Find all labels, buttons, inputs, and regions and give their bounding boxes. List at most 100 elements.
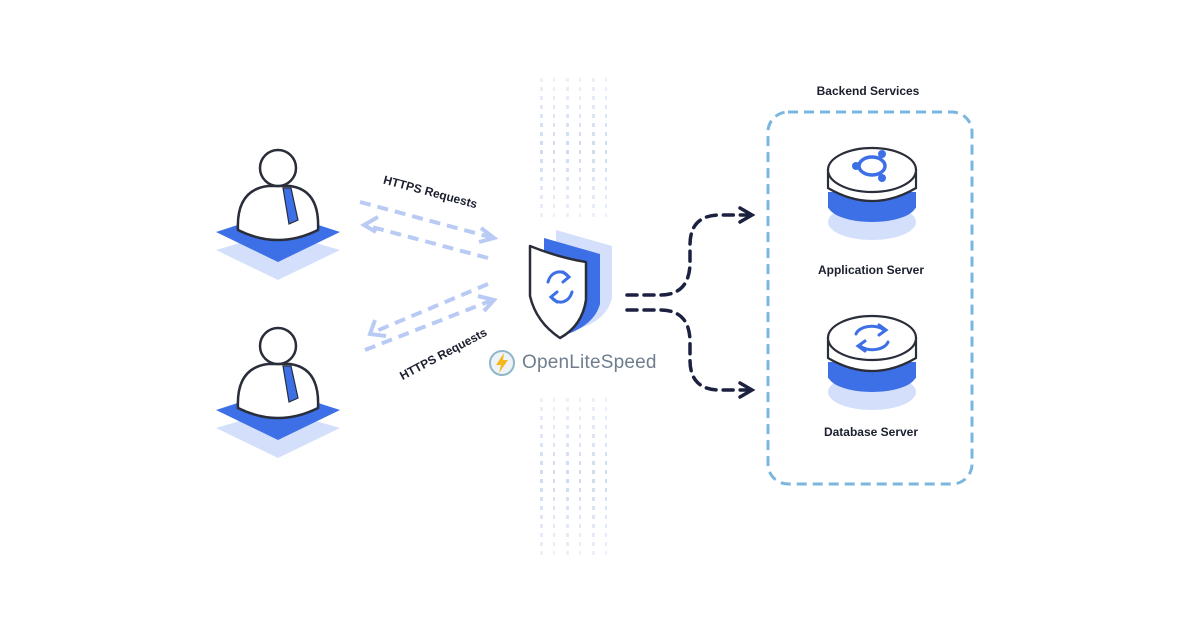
stream-dot bbox=[540, 177, 543, 181]
stream-dot bbox=[592, 542, 595, 546]
stream-dot bbox=[579, 506, 581, 510]
stream-dot bbox=[605, 425, 607, 429]
stream-dot bbox=[579, 416, 581, 420]
stream-dot bbox=[540, 168, 543, 172]
stream-dot bbox=[579, 542, 581, 546]
stream-dot bbox=[540, 488, 543, 492]
shield-icon bbox=[528, 230, 612, 340]
stream-dot bbox=[553, 497, 555, 501]
stream-dot bbox=[553, 443, 555, 447]
stream-dot bbox=[579, 398, 581, 402]
user-icon-top bbox=[216, 148, 340, 280]
stream-dot bbox=[592, 195, 595, 199]
stream-dot bbox=[553, 488, 555, 492]
stream-dot bbox=[605, 132, 607, 136]
stream-dot bbox=[579, 168, 581, 172]
stream-dot bbox=[592, 524, 595, 528]
stream-dot bbox=[566, 150, 569, 154]
stream-dot bbox=[605, 204, 607, 208]
stream-dot bbox=[605, 506, 607, 510]
backend-arrows bbox=[625, 206, 756, 399]
stream-dot bbox=[553, 204, 555, 208]
stream-dot bbox=[592, 515, 595, 519]
stream-dot bbox=[540, 114, 543, 118]
stream-dot bbox=[605, 78, 607, 82]
stream-dot bbox=[605, 461, 607, 465]
stream-dot bbox=[592, 488, 595, 492]
backend-services-box bbox=[766, 110, 974, 486]
stream-dot bbox=[553, 515, 555, 519]
stream-dot bbox=[605, 195, 607, 199]
stream-dot bbox=[553, 78, 555, 82]
stream-dot bbox=[553, 123, 555, 127]
stream-dot bbox=[579, 479, 581, 483]
stream-dot bbox=[540, 470, 543, 474]
stream-dot bbox=[566, 407, 569, 411]
stream-dot bbox=[605, 159, 607, 163]
stream-dot bbox=[540, 443, 543, 447]
stream-dot bbox=[605, 168, 607, 172]
stream-dot bbox=[592, 105, 595, 109]
stream-dot bbox=[540, 96, 543, 100]
stream-dot bbox=[553, 551, 555, 555]
stream-dot bbox=[592, 479, 595, 483]
stream-dot bbox=[566, 398, 569, 402]
stream-dot bbox=[566, 524, 569, 528]
stream-dot bbox=[605, 497, 607, 501]
stream-dot bbox=[566, 168, 569, 172]
stream-dot bbox=[566, 470, 569, 474]
stream-dot bbox=[579, 452, 581, 456]
stream-dot bbox=[566, 416, 569, 420]
stream-dot bbox=[553, 186, 555, 190]
stream-dot bbox=[553, 533, 555, 537]
stream-dot bbox=[540, 524, 543, 528]
stream-dot bbox=[605, 515, 607, 519]
stream-dot bbox=[540, 195, 543, 199]
stream-dot bbox=[579, 470, 581, 474]
stream-dot bbox=[540, 533, 543, 537]
stream-dot bbox=[553, 416, 555, 420]
stream-dot bbox=[579, 78, 581, 82]
stream-dot bbox=[553, 407, 555, 411]
stream-dot bbox=[540, 78, 543, 82]
request-arrows bbox=[359, 200, 499, 352]
stream-dot bbox=[579, 114, 581, 118]
stream-dot bbox=[579, 425, 581, 429]
stream-dot bbox=[540, 87, 543, 91]
stream-dot bbox=[605, 452, 607, 456]
stream-dot bbox=[540, 398, 543, 402]
stream-dot bbox=[540, 213, 543, 217]
stream-dot bbox=[566, 87, 569, 91]
stream-dot bbox=[579, 434, 581, 438]
stream-dot bbox=[605, 533, 607, 537]
stream-dot bbox=[592, 434, 595, 438]
stream-dot bbox=[540, 506, 543, 510]
stream-dot bbox=[605, 434, 607, 438]
stream-dot bbox=[566, 114, 569, 118]
stream-dot bbox=[553, 141, 555, 145]
stream-dot bbox=[605, 551, 607, 555]
stream-dot bbox=[579, 213, 581, 217]
stream-dot bbox=[605, 213, 607, 217]
stream-dot bbox=[592, 141, 595, 145]
stream-dot bbox=[553, 195, 555, 199]
stream-dot bbox=[605, 488, 607, 492]
stream-dot bbox=[566, 132, 569, 136]
stream-dot bbox=[605, 407, 607, 411]
stream-dot bbox=[540, 123, 543, 127]
stream-dot bbox=[540, 186, 543, 190]
stream-dot bbox=[605, 123, 607, 127]
stream-dot bbox=[553, 168, 555, 172]
stream-dot bbox=[605, 105, 607, 109]
stream-dot bbox=[605, 177, 607, 181]
stream-dot bbox=[579, 204, 581, 208]
stream-dot bbox=[566, 186, 569, 190]
stream-dot bbox=[566, 78, 569, 82]
request-arrow-top-outgoing bbox=[359, 200, 499, 244]
stream-dot bbox=[553, 105, 555, 109]
stream-dot bbox=[592, 186, 595, 190]
stream-dot bbox=[553, 96, 555, 100]
stream-dot bbox=[540, 132, 543, 136]
stream-dot bbox=[553, 114, 555, 118]
stream-dot bbox=[566, 123, 569, 127]
